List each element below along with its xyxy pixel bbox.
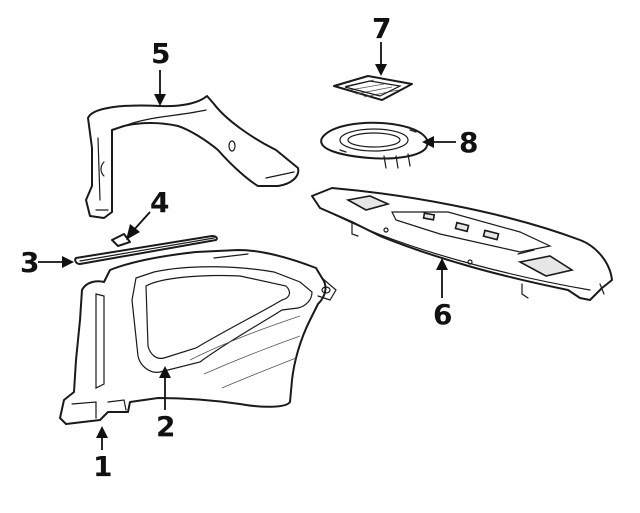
leader-lines (38, 42, 456, 450)
arrow-7 (375, 64, 387, 76)
callout-labels: 5 7 8 4 3 6 2 1 (20, 12, 478, 483)
arrow-6 (436, 258, 448, 270)
part-3-weatherstrip (74, 235, 218, 265)
callout-6: 6 (433, 298, 452, 331)
callout-1: 1 (93, 450, 112, 483)
part-4-clip (111, 233, 131, 247)
arrow-2 (159, 366, 171, 378)
arrow-4 (126, 224, 140, 240)
callout-2: 2 (156, 410, 175, 443)
callout-5: 5 (151, 37, 170, 70)
part-7-grille (333, 75, 413, 101)
arrow-5 (154, 94, 166, 106)
part-2-quarter-trim (59, 249, 337, 425)
part-6-package-tray (311, 187, 613, 301)
callout-8: 8 (459, 126, 478, 159)
callout-3: 3 (20, 246, 39, 279)
callout-4: 4 (150, 186, 169, 219)
arrow-3 (62, 256, 74, 268)
callout-7: 7 (372, 12, 391, 45)
arrow-8 (422, 136, 434, 148)
part-5-pillar-trim (85, 95, 300, 219)
part-8-speaker (320, 121, 429, 169)
arrow-1 (96, 426, 108, 438)
